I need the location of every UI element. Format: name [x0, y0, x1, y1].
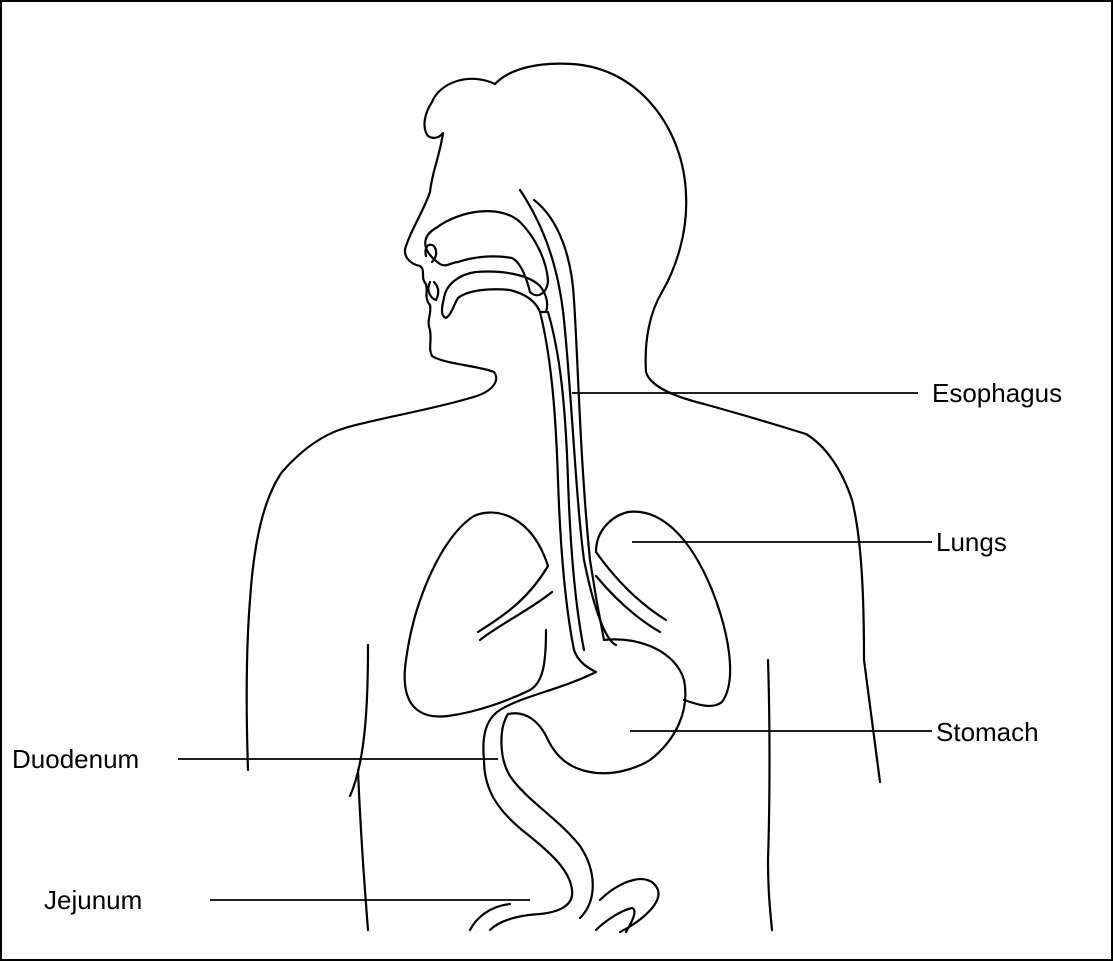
torso-left — [247, 428, 345, 770]
stomach-label: Stomach — [936, 717, 1039, 747]
stomach-inner — [483, 672, 596, 760]
stomach-outline — [508, 639, 685, 773]
lungs-label: Lungs — [936, 527, 1007, 557]
right-bronchus — [596, 552, 666, 632]
right-lung — [596, 512, 730, 706]
torso-right — [806, 434, 880, 782]
face-profile — [345, 102, 496, 428]
duodenum-label: Duodenum — [12, 744, 139, 774]
left-lung — [405, 513, 548, 717]
left-bronchus — [478, 566, 552, 640]
jejunum-label: Jejunum — [44, 885, 142, 915]
duodenum-outline — [484, 714, 593, 930]
nasal-cavity — [425, 211, 548, 295]
oral-cavity — [442, 272, 547, 318]
esophagus-label: Esophagus — [932, 378, 1062, 408]
head-outline — [432, 64, 806, 434]
side-left — [358, 770, 368, 930]
arm-right — [768, 660, 772, 930]
